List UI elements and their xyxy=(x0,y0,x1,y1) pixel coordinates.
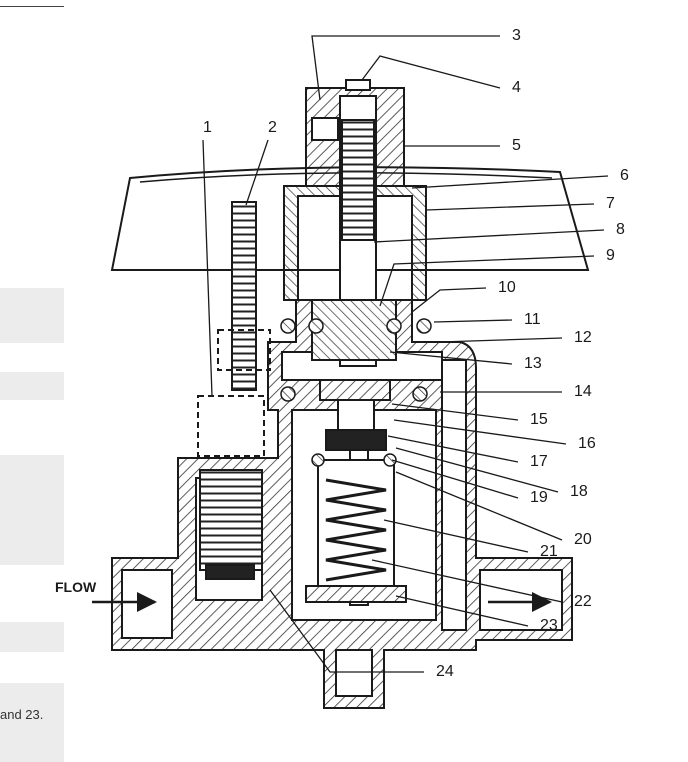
leader-line-9 xyxy=(379,255,595,307)
leader-line-8 xyxy=(373,229,605,243)
side-panel-5 xyxy=(0,683,64,762)
leader-line-21 xyxy=(383,519,529,553)
callout-15: 15 xyxy=(530,411,548,428)
left-rule xyxy=(0,6,64,7)
callout-24: 24 xyxy=(436,663,454,680)
leader-line-13 xyxy=(389,351,513,365)
callout-19: 19 xyxy=(530,489,548,506)
side-panel-1 xyxy=(0,288,64,343)
central-assembly xyxy=(305,299,407,603)
callout-1: 1 xyxy=(203,119,212,136)
callout-20: 20 xyxy=(574,531,592,548)
leader-line-6 xyxy=(411,175,609,189)
leader-line-19 xyxy=(391,459,519,499)
leader-line-22 xyxy=(371,559,563,603)
leader-line-1 xyxy=(202,139,213,397)
callout-11: 11 xyxy=(524,311,541,328)
callout-14: 14 xyxy=(574,383,592,400)
leader-line-4 xyxy=(361,55,501,89)
leader-line-12 xyxy=(439,337,563,343)
leader-line-17 xyxy=(387,435,519,463)
callout-18: 18 xyxy=(570,483,588,500)
leader-line-23 xyxy=(395,595,529,627)
callout-21: 21 xyxy=(540,543,558,560)
leader-line-18 xyxy=(395,447,559,493)
callout-12: 12 xyxy=(574,329,592,346)
leader-lines xyxy=(202,35,609,673)
side-caption: and 23. xyxy=(0,707,44,722)
callout-6: 6 xyxy=(620,167,629,184)
side-panel-2 xyxy=(0,372,64,400)
left-cartridge xyxy=(197,395,265,580)
callout-4: 4 xyxy=(512,79,521,96)
callout-2: 2 xyxy=(268,119,277,136)
callout-17: 17 xyxy=(530,453,548,470)
flow-label: FLOW xyxy=(55,579,97,595)
callout-23: 23 xyxy=(540,617,558,634)
callout-10: 10 xyxy=(498,279,516,296)
side-panel-3 xyxy=(0,455,64,565)
callout-9: 9 xyxy=(606,247,615,264)
callout-13: 13 xyxy=(524,355,542,372)
leader-line-16 xyxy=(393,419,567,445)
leader-line-2 xyxy=(245,139,269,206)
adjusting-screw xyxy=(217,201,271,391)
callout-16: 16 xyxy=(578,435,596,452)
leader-line-10 xyxy=(411,287,487,313)
leader-line-15 xyxy=(391,403,519,421)
callout-8: 8 xyxy=(616,221,625,238)
callout-7: 7 xyxy=(606,195,615,212)
side-panel-4 xyxy=(0,622,64,652)
o-rings xyxy=(280,318,432,467)
callout-3: 3 xyxy=(512,27,521,44)
callout-22: 22 xyxy=(574,593,592,610)
leader-line-24 xyxy=(269,589,424,673)
leader-line-3 xyxy=(311,35,500,101)
leader-line-7 xyxy=(425,203,595,211)
callout-5: 5 xyxy=(512,137,521,154)
leader-line-20 xyxy=(395,471,563,541)
leader-line-11 xyxy=(433,319,513,323)
